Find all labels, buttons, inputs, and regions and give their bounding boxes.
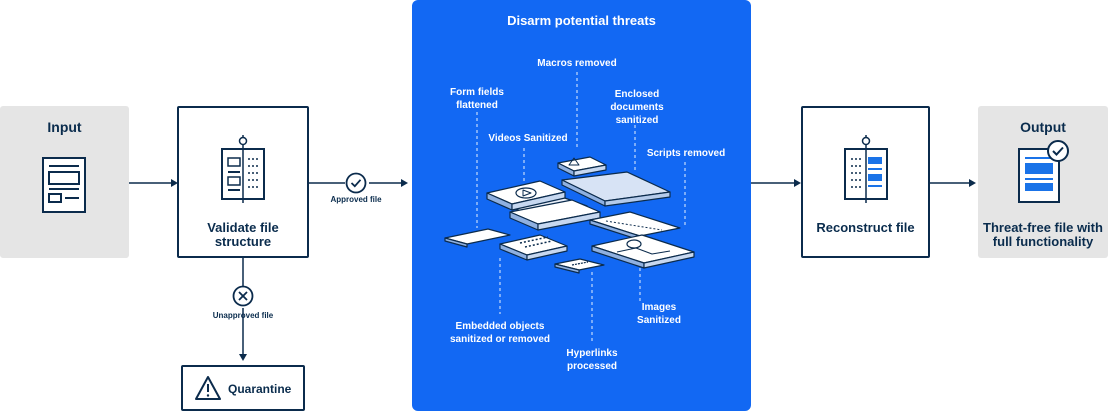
enclosed-label-line1: Enclosed — [614, 89, 660, 100]
images-label-line2: Sanitized — [637, 315, 681, 326]
isometric-objects — [444, 156, 695, 274]
quarantine-label: Quarantine — [228, 382, 292, 396]
arrow-reconstruct-output — [930, 179, 976, 187]
leader-lines — [476, 72, 686, 342]
arrow-validate-disarm — [309, 179, 408, 187]
approved-file-label: Approved file — [330, 195, 382, 204]
input-document-icon — [42, 157, 86, 213]
arrow-input-validate — [129, 179, 178, 187]
output-label-line2: full functionality — [992, 234, 1094, 249]
form-fields-label-line1: Form fields — [450, 87, 504, 98]
validate-label-line2: structure — [214, 234, 272, 249]
output-title: Output — [1020, 119, 1066, 135]
reconstruct-label: Reconstruct file — [816, 220, 915, 235]
hyperlinks-label-line1: Hyperlinks — [566, 348, 618, 359]
enclosed-label-line3: sanitized — [615, 115, 659, 126]
reconstruct-document-icon — [844, 135, 888, 203]
hyperlinks-label-line2: processed — [566, 361, 618, 372]
macros-label: Macros removed — [537, 58, 617, 69]
images-label-line1: Images — [641, 302, 677, 313]
arrow-validate-quarantine — [239, 258, 247, 361]
x-circle-icon — [232, 285, 254, 307]
output-document-icon — [1018, 140, 1069, 203]
scripts-label: Scripts removed — [646, 148, 726, 159]
output-label-line1: Threat-free file with — [983, 220, 1103, 235]
videos-label: Videos Sanitized — [488, 133, 568, 144]
arrow-disarm-reconstruct — [751, 179, 801, 187]
warning-icon — [195, 376, 221, 400]
embedded-label-line2: sanitized or removed — [449, 334, 551, 345]
validate-label-line1: Validate file — [207, 220, 279, 235]
unapproved-file-label: Unapproved file — [212, 311, 274, 320]
embedded-label-line1: Embedded objects — [455, 321, 545, 332]
validate-document-icon — [221, 135, 265, 203]
disarm-title: Disarm potential threats — [507, 13, 656, 28]
check-circle-icon — [345, 172, 367, 194]
input-title: Input — [47, 119, 82, 135]
form-fields-label-line2: flattened — [456, 100, 498, 111]
enclosed-label-line2: documents — [610, 102, 664, 113]
